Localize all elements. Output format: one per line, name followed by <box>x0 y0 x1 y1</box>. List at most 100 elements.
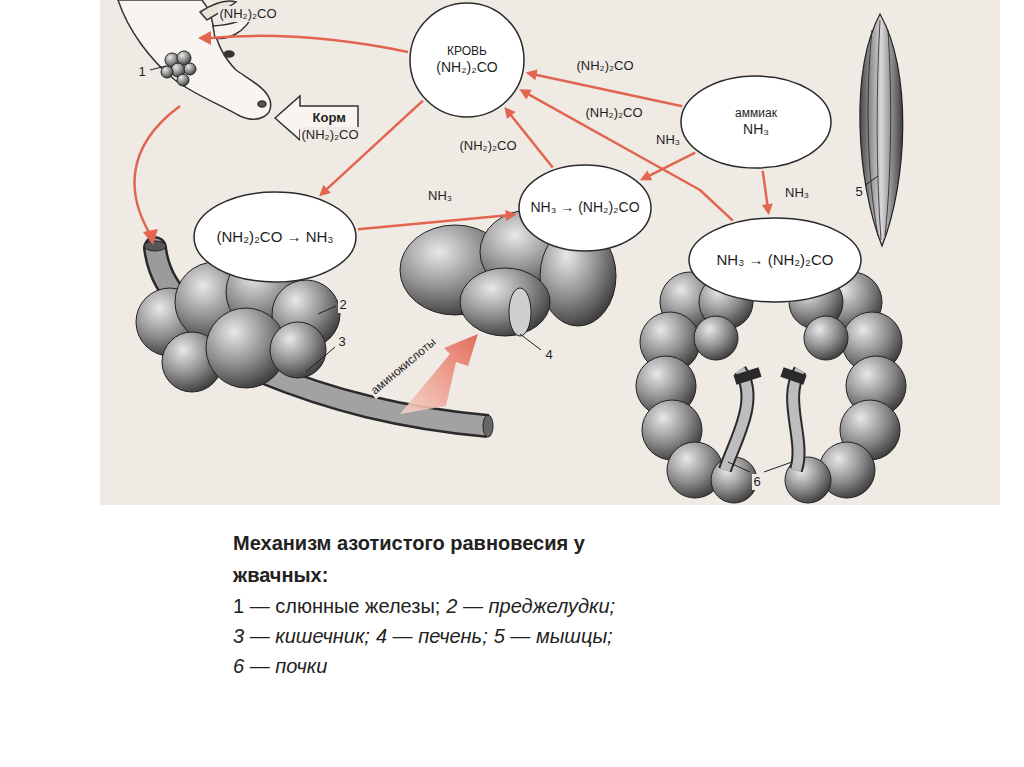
muscle <box>868 30 878 236</box>
forestomach <box>483 415 493 437</box>
liver-ellipse: NH₃ → (NH₂)₂CO <box>518 164 652 252</box>
forestomach-ellipse: (NH₂)₂CO → NH₃ <box>193 191 357 283</box>
muscle <box>885 30 891 236</box>
renal-vessel <box>793 370 800 470</box>
edge-label: NH₃ <box>783 185 811 201</box>
ammonia-ellipse: аммиакNH₃ <box>680 75 832 169</box>
node-text-box: NH₃ → (NH₂)₂CO <box>518 164 652 252</box>
cow-head <box>258 101 266 107</box>
salivary-gland <box>161 66 173 78</box>
callout-number: 3 <box>337 334 348 350</box>
edge-label: NH₃ <box>654 132 682 148</box>
arrowhead <box>526 70 538 81</box>
kidney <box>694 316 738 360</box>
node-formula: NH₃ → (NH₂)₂CO <box>717 251 834 270</box>
renal-vessel <box>782 372 805 380</box>
leader-line <box>864 176 878 186</box>
connector <box>526 70 683 107</box>
renal-vessel <box>725 370 748 470</box>
salivary-gland <box>177 74 189 86</box>
ellipse-outline <box>689 218 861 302</box>
muscle <box>860 14 903 246</box>
kidney <box>636 272 906 503</box>
kidney <box>804 316 848 360</box>
node-formula: NH₃ → (NH₂)₂CO <box>530 199 639 217</box>
node-heading: КРОВЬ <box>447 44 487 59</box>
flow-arrow <box>210 36 408 52</box>
salivary-gland <box>184 63 196 75</box>
flow-arrow <box>135 106 180 234</box>
connector-line <box>358 215 508 229</box>
renal-vessel <box>735 372 760 380</box>
legend-item: 3 — кишечник; <box>233 625 370 647</box>
legend-item: 4 — печень; <box>376 625 488 647</box>
forestomach <box>144 241 166 251</box>
ellipse-outline <box>410 3 524 117</box>
blood-circle: КРОВЬ(NH₂)₂CO <box>409 2 525 118</box>
callout-number: 6 <box>752 474 763 490</box>
arrowhead <box>143 229 158 245</box>
arrowhead <box>519 89 531 99</box>
callout-number: 2 <box>338 297 349 313</box>
callout-number: 4 <box>544 347 555 363</box>
callout-number: 1 <box>137 64 148 80</box>
legend-item: 5 — мышцы; <box>494 625 613 647</box>
caption: Механизм азотистого равновесия у жвачных… <box>233 527 663 591</box>
arrowhead <box>505 210 516 221</box>
flow-label: (NH₂)₂CO <box>218 6 279 22</box>
legend-list: 1 — слюнные железы;2 — преджелудки;3 — к… <box>233 591 873 681</box>
forestomach <box>270 322 326 378</box>
leader-line <box>520 334 541 350</box>
arrowhead <box>762 203 773 215</box>
node-formula: NH₃ <box>743 121 769 139</box>
kidney-ellipse: NH₃ → (NH₂)₂CO <box>688 217 862 303</box>
leader-line <box>728 462 750 472</box>
arrowhead <box>198 31 211 45</box>
leader-line <box>150 66 878 472</box>
renal-vessel <box>793 370 800 470</box>
renal-vessel <box>725 370 748 470</box>
leader-line <box>150 66 166 70</box>
ellipse-outline <box>194 192 356 282</box>
edge-label: (NH₂)₂CO <box>584 105 645 121</box>
muscle <box>877 20 881 240</box>
node-formula: (NH₂)₂CO → NH₃ <box>217 228 334 247</box>
connector <box>762 171 773 215</box>
muscle <box>860 14 903 246</box>
ellipse-outline <box>519 165 651 251</box>
edge-label: (NH₂)₂CO <box>575 58 636 74</box>
liver <box>460 268 550 336</box>
node-text-box: NH₃ → (NH₂)₂CO <box>688 217 862 303</box>
arrowhead <box>319 185 331 196</box>
edge-label: NH₃ <box>426 188 454 204</box>
edge-label: (NH₂)₂CO <box>458 138 519 154</box>
connector-line <box>535 75 683 107</box>
node-text-box: (NH₂)₂CO → NH₃ <box>193 191 357 283</box>
callout-number: 5 <box>854 184 865 200</box>
liver <box>509 288 531 336</box>
connector-line <box>763 171 768 206</box>
connector <box>358 210 517 229</box>
cow-head <box>224 51 234 57</box>
amino-acid-label: аминокислоты <box>365 333 440 400</box>
node-heading: аммиак <box>735 106 777 121</box>
arrowhead <box>143 31 211 245</box>
figure-ground <box>100 0 1000 505</box>
feed-label: Корм <box>311 110 348 126</box>
ellipse-outline <box>681 76 831 168</box>
salivary-gland <box>161 51 196 86</box>
connector <box>640 153 695 181</box>
edge-label: (NH₂)₂CO <box>300 127 361 143</box>
legend-item: 6 — почки <box>233 655 327 677</box>
leader-line <box>306 347 335 372</box>
arrowhead <box>504 107 515 119</box>
node-text-box: аммиакNH₃ <box>680 75 832 169</box>
arrowhead <box>640 170 652 180</box>
renal-vessel <box>725 370 805 470</box>
leader-line <box>764 462 792 472</box>
node-formula: (NH₂)₂CO <box>436 59 497 77</box>
legend-item: 2 — преджелудки; <box>446 595 615 617</box>
node-text-box: КРОВЬ(NH₂)₂CO <box>409 2 525 118</box>
